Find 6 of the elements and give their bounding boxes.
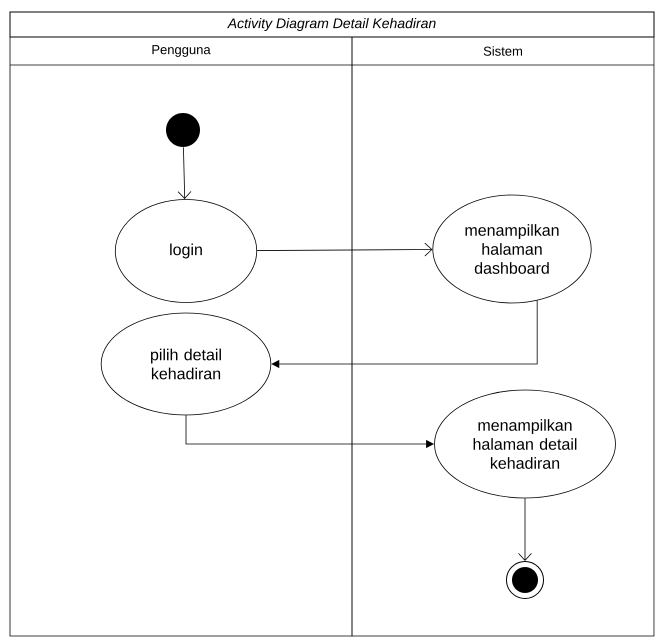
arrow [178,146,192,200]
title-bar: Activity Diagram Detail Kehadiran [10,12,654,38]
end-node [506,561,544,599]
start-node [166,113,200,147]
arrow [518,498,532,561]
arrow [256,242,432,256]
